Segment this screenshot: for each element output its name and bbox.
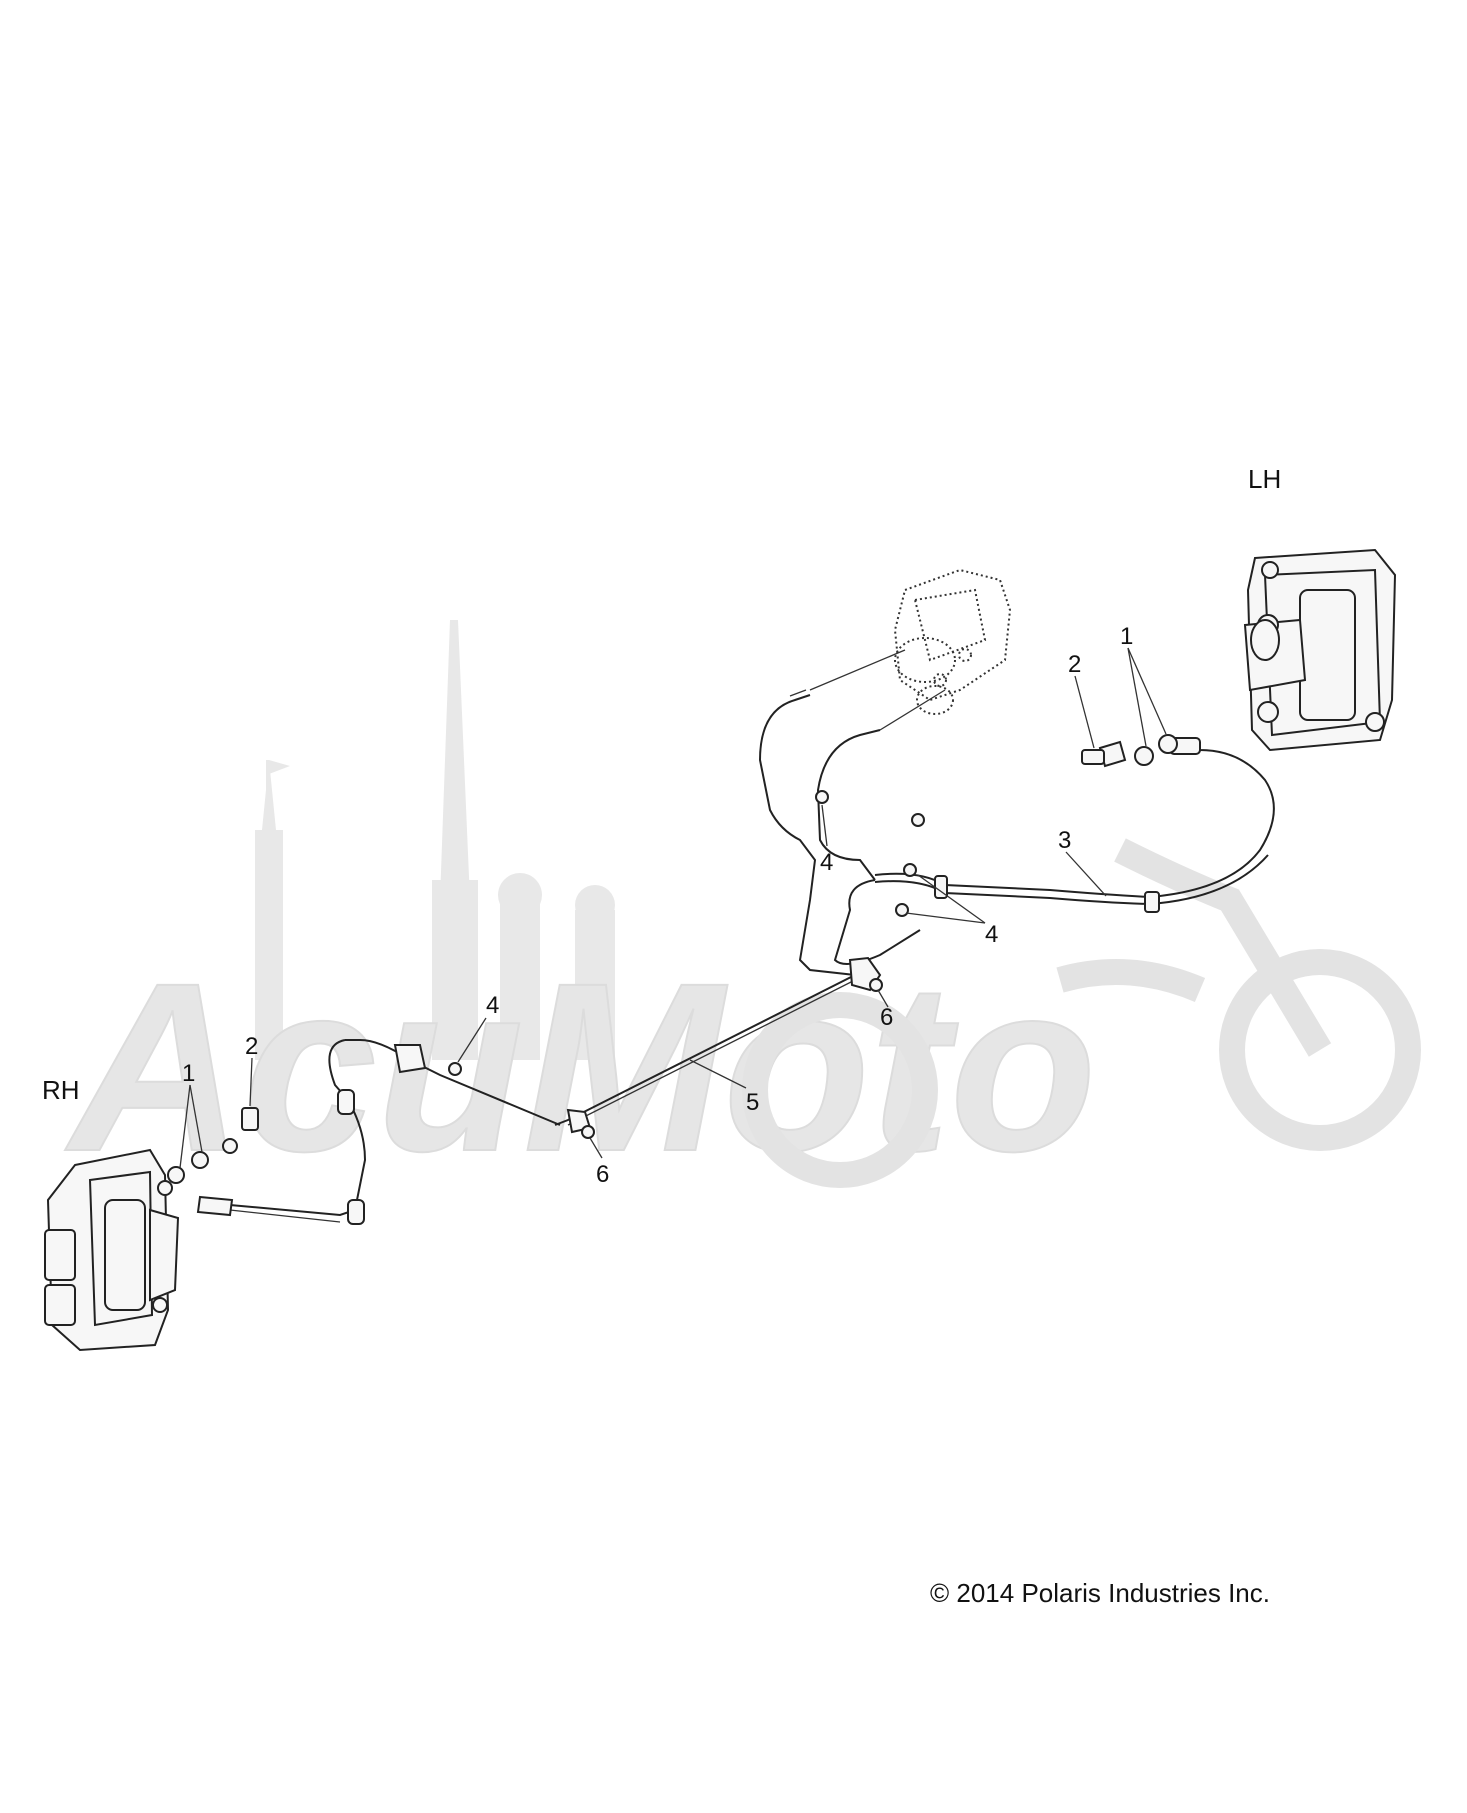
callout-numbers: 1 2 3 4 4 6 5 6 4 2 1	[182, 623, 1133, 1188]
callout-lh-hose: 3	[1058, 827, 1071, 854]
lh-brake-caliper	[1243, 548, 1397, 752]
callout-main-line: 5	[746, 1089, 759, 1116]
lh-hardware	[815, 734, 1178, 917]
callout-rh-washers: 1	[182, 1060, 195, 1087]
watermark: AсиMoto	[64, 620, 1421, 1202]
brake-lines	[196, 689, 1275, 1225]
callout-lh-bolt: 2	[1068, 651, 1081, 678]
callout-lh-washers: 1	[1120, 623, 1133, 650]
callout-lh-clip: 6	[880, 1004, 893, 1031]
label-rh: RH	[42, 1075, 80, 1105]
callout-rh-fastener: 4	[486, 992, 499, 1019]
leader-lines	[179, 647, 1167, 1169]
callout-rh-clip: 6	[596, 1161, 609, 1188]
callout-lh-fastener-single: 4	[820, 849, 833, 876]
rh-brake-caliper	[44, 1148, 180, 1352]
copyright-notice: © 2014 Polaris Industries Inc.	[930, 1578, 1270, 1608]
rh-hardware	[167, 1062, 462, 1184]
callout-lh-fastener-pair: 4	[985, 921, 998, 948]
abs-modulator-reference	[809, 568, 1012, 731]
label-lh: LH	[1248, 464, 1281, 494]
watermark-text: AсиMoto	[65, 933, 1096, 1201]
callout-rh-bolt: 2	[245, 1033, 258, 1060]
watermark-castle-silhouette	[255, 620, 615, 1060]
watermark-motorcycle	[742, 838, 1421, 1188]
